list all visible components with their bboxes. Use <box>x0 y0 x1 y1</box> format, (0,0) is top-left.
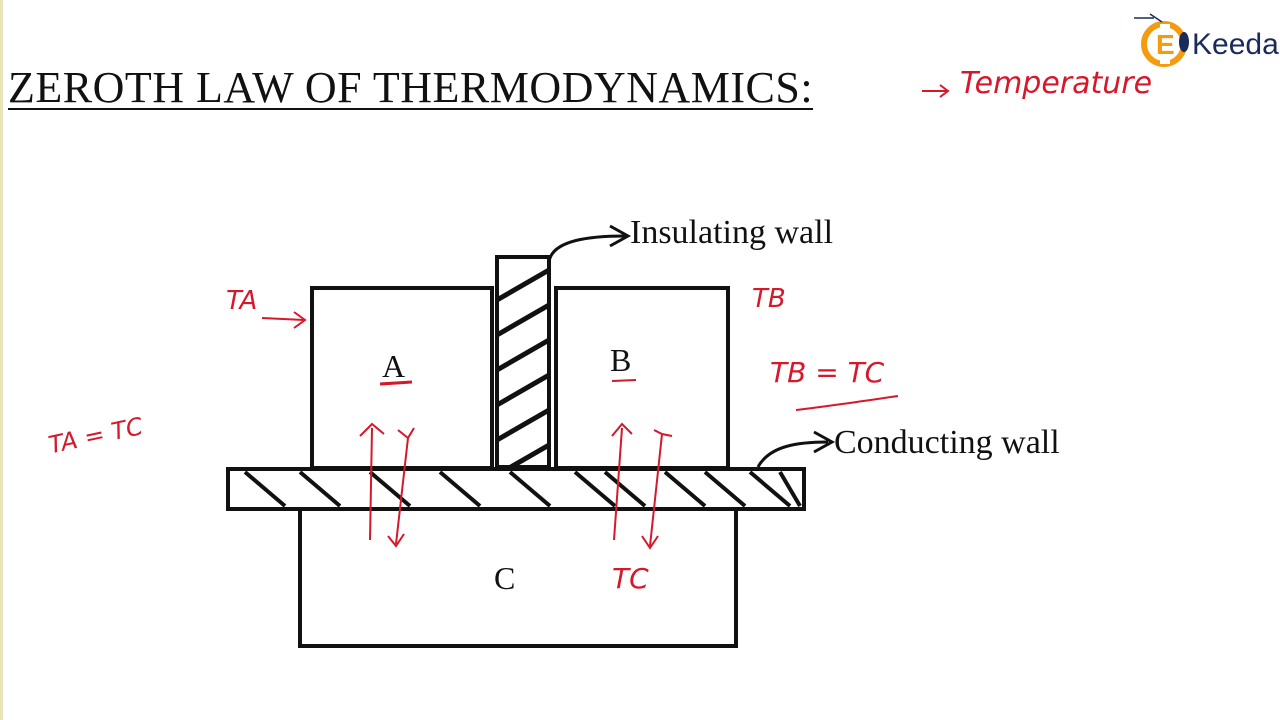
body-a-label: A <box>382 348 406 384</box>
conducting-wall <box>226 467 806 511</box>
annotation-temperature: Temperature <box>960 66 1153 101</box>
conducting-wall-label: Conducting wall <box>834 424 1060 461</box>
conducting-wall-pointer <box>756 440 829 468</box>
body-b-label: B <box>610 342 632 378</box>
a-underline <box>379 380 413 386</box>
heat-flow-b-c-arrows <box>611 422 673 550</box>
heat-flow-a-c-arrows <box>359 422 415 548</box>
body-c-box <box>298 506 738 648</box>
body-c-label: C <box>494 560 516 596</box>
logo-text: Keeda <box>1192 28 1279 61</box>
tc-label: TC <box>612 562 649 595</box>
insulating-wall <box>495 255 551 469</box>
slide-title: ZEROTH LAW OF THERMODYNAMICS: <box>8 63 814 112</box>
ekeeda-logo: E <box>1134 13 1189 67</box>
insulating-wall-label: Insulating wall <box>630 214 834 251</box>
ta-arrow-icon <box>261 311 307 329</box>
insulating-wall-pointer <box>547 234 626 263</box>
b-underline <box>611 379 637 382</box>
logo-initial: E <box>1156 29 1175 60</box>
body-b-box <box>554 286 730 470</box>
annotation-arrow-icon <box>922 84 950 98</box>
tb-label: TB <box>752 284 786 314</box>
tb-tc-underline <box>795 395 899 411</box>
ta-label: TA <box>226 286 258 316</box>
tb-equals-tc: TB = TC <box>770 356 885 389</box>
left-border-strip <box>0 0 3 720</box>
